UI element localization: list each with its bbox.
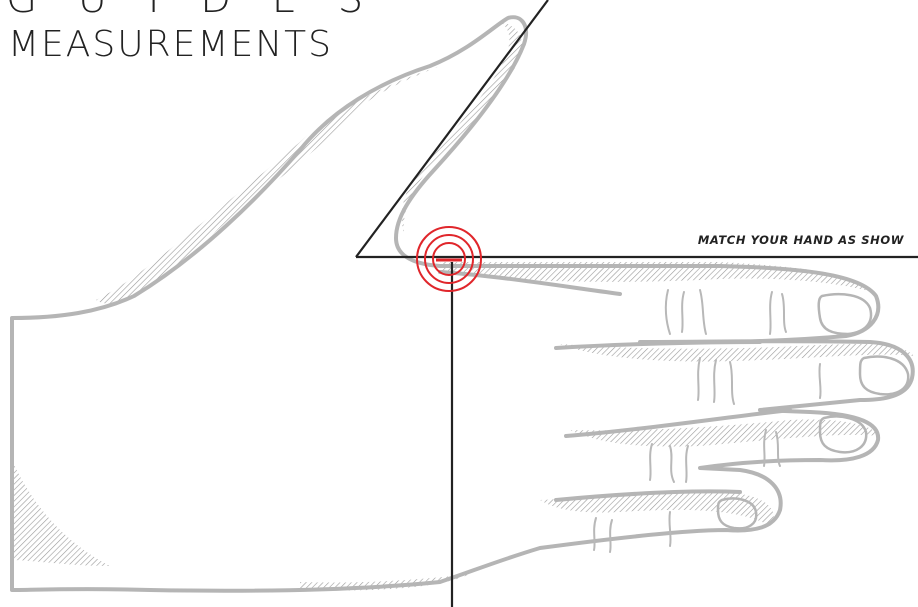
- instruction-label: MATCH YOUR HAND AS SHOW: [698, 233, 904, 247]
- target-icon: [417, 227, 481, 291]
- guide-lines: [356, 0, 918, 607]
- hand-outline: [12, 17, 913, 590]
